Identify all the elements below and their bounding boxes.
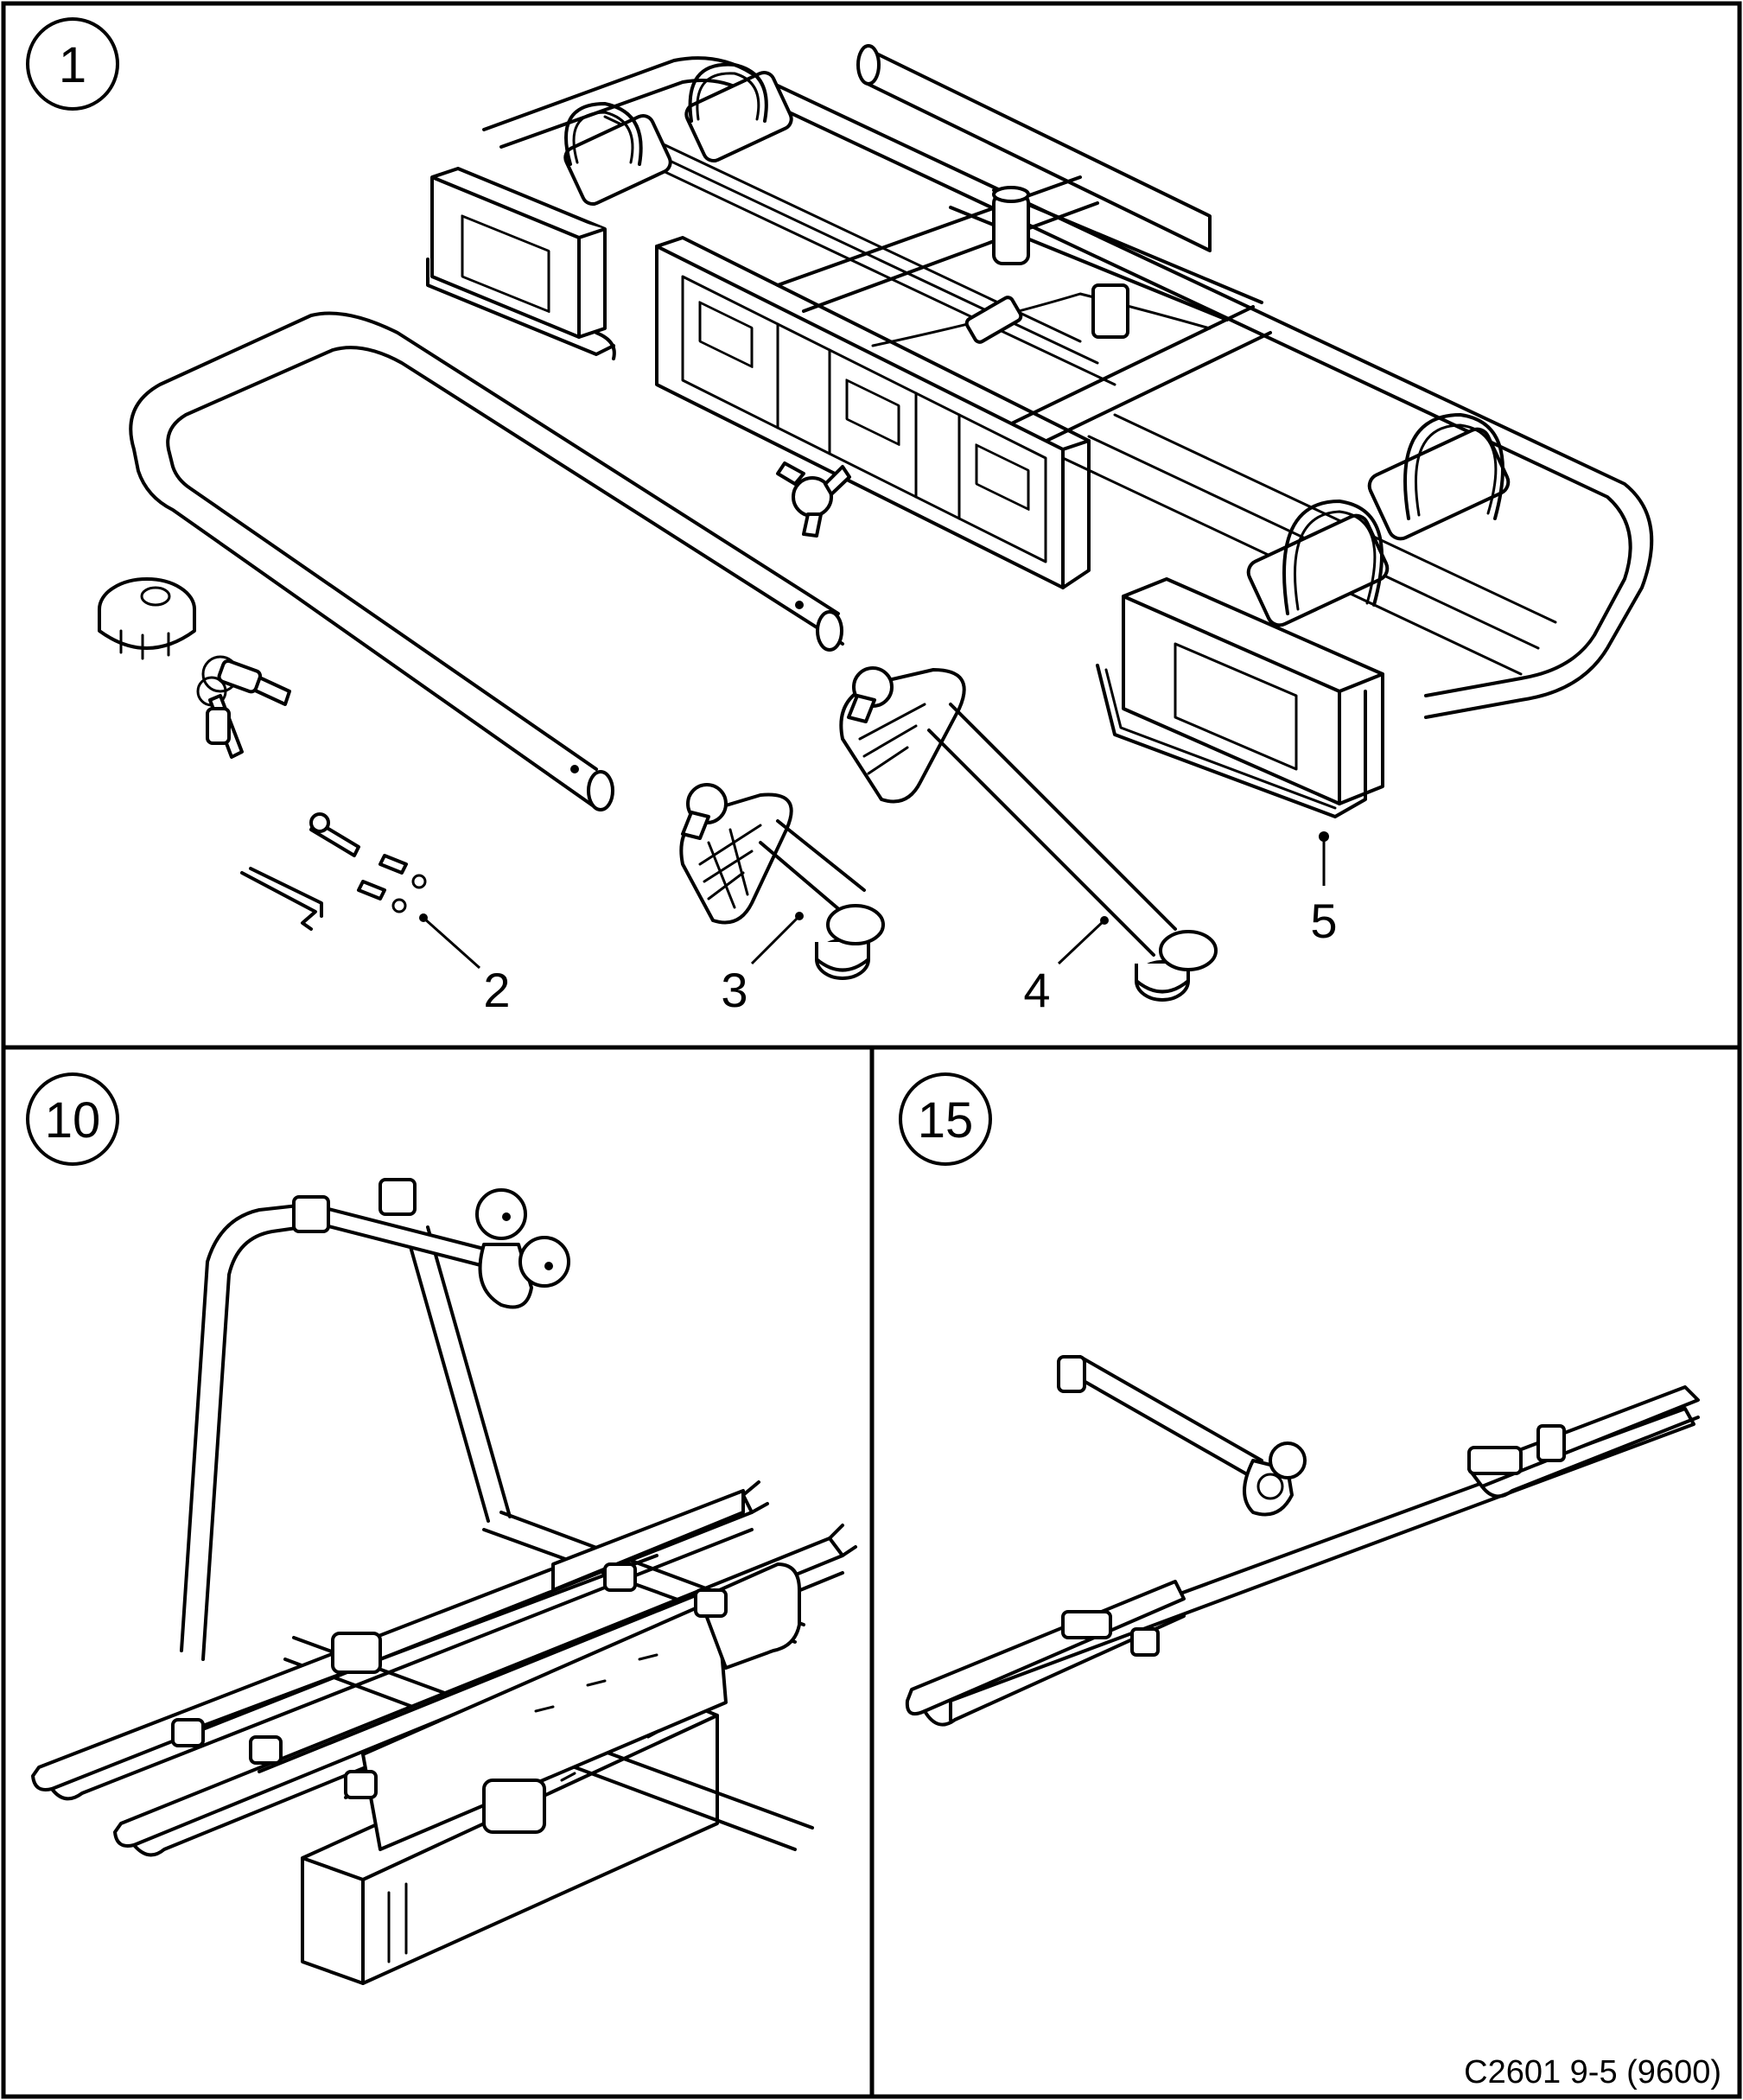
short-frame-holder xyxy=(679,783,885,980)
keys xyxy=(196,655,291,759)
knob-cap xyxy=(98,577,196,660)
panel-number-badge xyxy=(899,1072,992,1166)
panel-number-badge xyxy=(26,1072,119,1166)
document-code: C2601 9-5 (9600) xyxy=(1464,2054,1721,2090)
panel-number-badge xyxy=(26,17,119,111)
u-frame-arm xyxy=(129,311,844,811)
frame-wheel-holder-front xyxy=(563,62,793,207)
callout-label-4: 4 xyxy=(1023,963,1050,1017)
hardware-kit xyxy=(240,812,428,931)
callout-leader-2 xyxy=(423,916,480,970)
assembled-carrier xyxy=(31,1178,857,1985)
callout-label-2: 2 xyxy=(483,963,510,1017)
frame-wheel-holder-rear xyxy=(1246,413,1511,627)
callout-label-3: 3 xyxy=(721,963,747,1017)
carrier-base-frame xyxy=(426,44,1654,818)
panel-number: 1 xyxy=(59,37,86,93)
panel-10: 10 xyxy=(26,1072,857,1985)
wheel-tray-3 xyxy=(551,1489,745,1592)
callout-label-5: 5 xyxy=(1310,894,1337,948)
panel-15: 15 xyxy=(899,1072,1700,1727)
license-plate-holder xyxy=(655,236,1091,589)
panel-number: 10 xyxy=(45,1092,101,1149)
star-knob xyxy=(776,461,851,538)
callout-leader-3 xyxy=(750,914,801,965)
panel-1: 1 xyxy=(26,17,1654,1017)
long-frame-holder xyxy=(839,666,1218,1002)
callout-leader-4 xyxy=(1057,919,1106,965)
right-tail-light xyxy=(1096,577,1384,818)
panel-number: 15 xyxy=(918,1092,974,1149)
extension-set xyxy=(905,1355,1700,1727)
left-tail-light xyxy=(426,167,616,360)
